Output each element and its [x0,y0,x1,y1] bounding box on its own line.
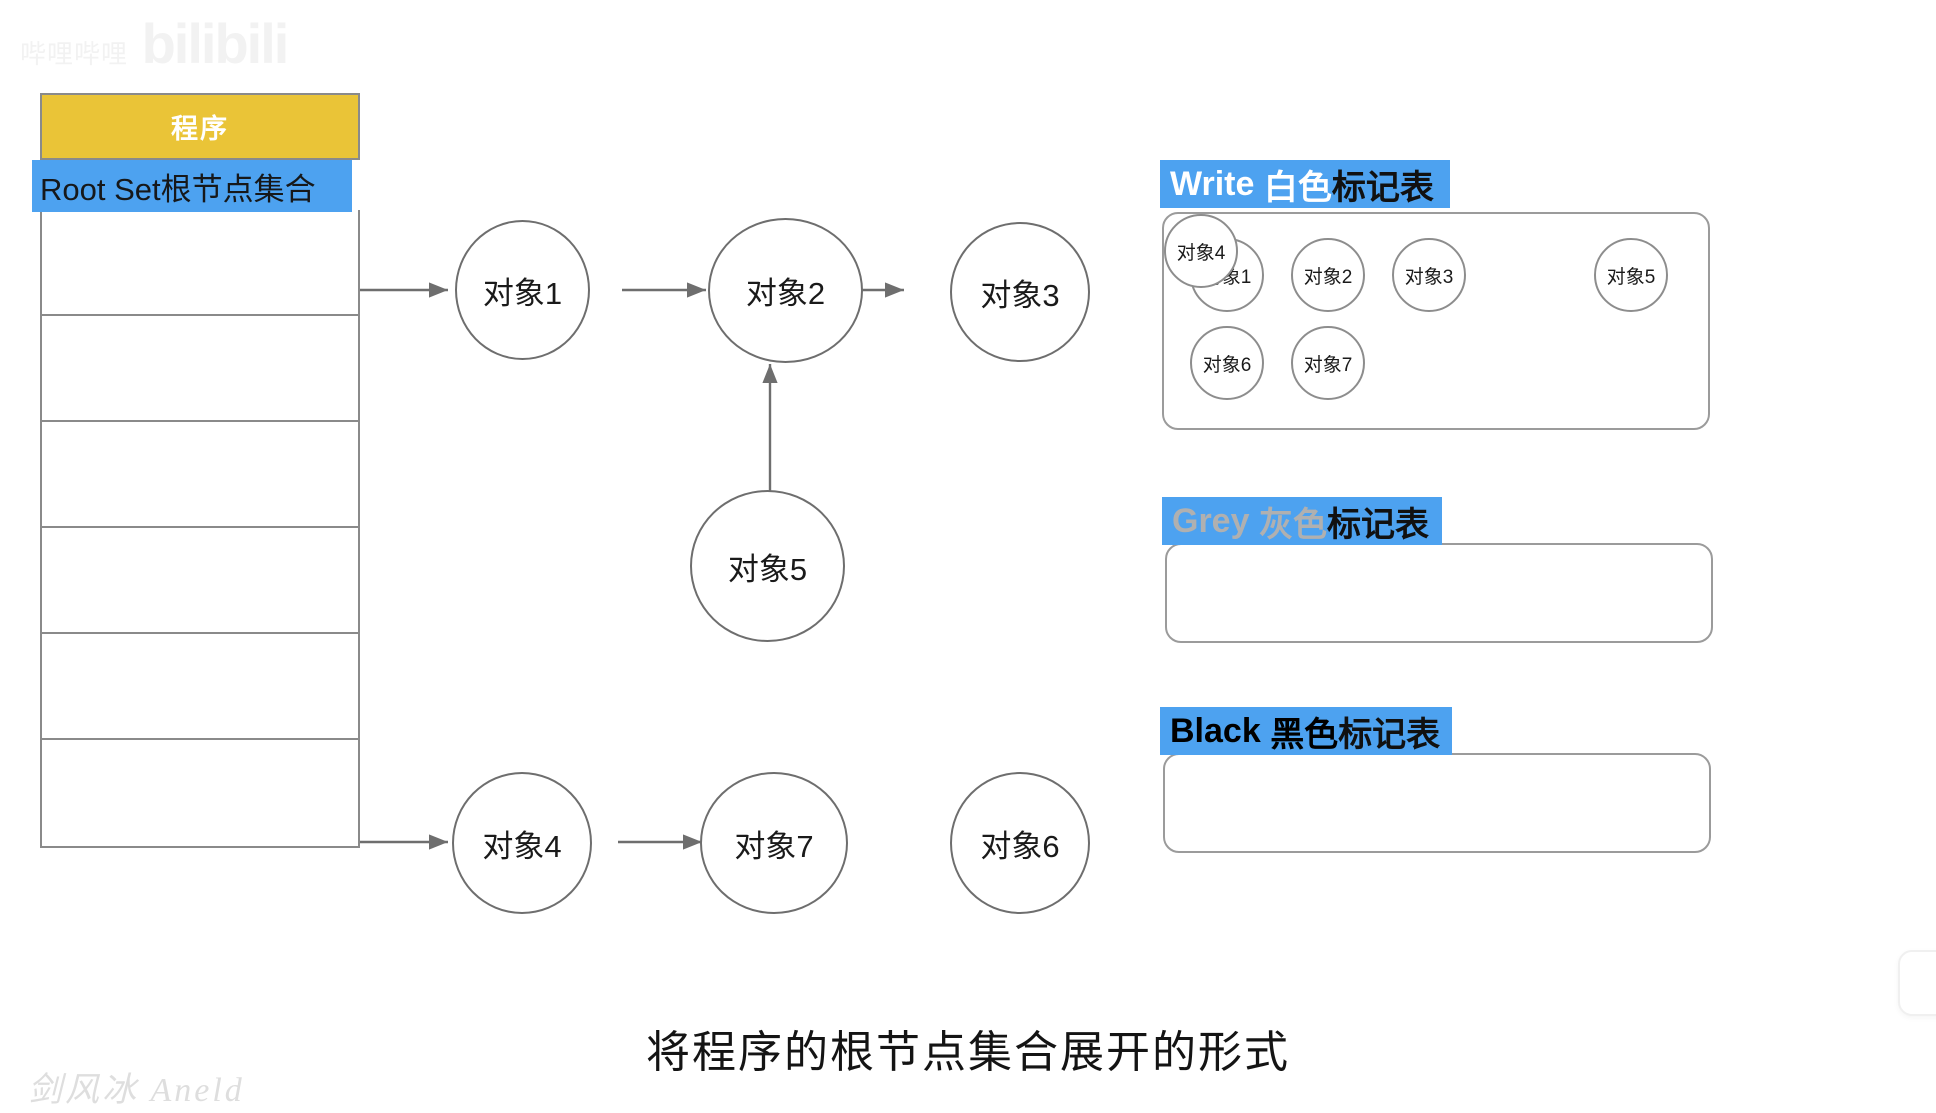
figure-caption: 将程序的根节点集合展开的形式 [646,1028,1290,1077]
graph-node-obj3[interactable]: 对象3 [950,222,1090,362]
graph-node-label: 对象5 [727,551,808,587]
white-label-cn-tail: 标记表 [1331,168,1434,207]
grey-label-cn-colored: 灰色 [1258,505,1327,544]
black-label-en: Black [1170,711,1261,750]
black-mark-table-box [1163,753,1711,853]
white-mark-table-label: Write 白色 标记表 [1160,160,1450,208]
chip-label: 对象2 [1303,266,1353,288]
white-label-cn-colored: 白色 [1263,168,1332,207]
grey-mark-table-box [1165,543,1713,643]
white-table-chip[interactable]: 对象7 [1291,326,1365,400]
graph-node-label: 对象1 [482,275,563,311]
root-set-header: Root Set根节点集合 [32,160,352,212]
graph-node-label: 对象6 [980,828,1060,864]
graph-node-obj2[interactable]: 对象2 [708,218,863,363]
graph-node-obj5[interactable]: 对象5 [690,490,845,642]
white-table-chip[interactable]: 对象4 [1164,214,1238,288]
root-set-row [42,210,358,316]
white-mark-table-box: 对象1 对象2 对象3 对象4 对象5 对象6 对象7 [1162,212,1710,430]
graph-node-obj4[interactable]: 对象4 [452,772,592,914]
black-label-cn-colored: 黑色 [1270,715,1339,754]
edge-rounded-artifact [1898,950,1936,1016]
chip-label: 对象4 [1176,242,1226,264]
root-set-row [42,740,358,846]
white-table-chip[interactable]: 对象2 [1291,238,1365,312]
chip-label: 对象3 [1404,266,1454,288]
chip-label: 对象5 [1606,266,1656,288]
black-mark-table-label: Black 黑色 标记表 [1160,707,1452,755]
graph-node-label: 对象4 [482,828,562,864]
chip-label: 对象6 [1202,354,1252,376]
root-set-stack: 程序 Root Set根节点集合 [32,93,360,848]
bilibili-watermark-en: bilibili [141,12,290,75]
program-box: 程序 [40,93,360,160]
grey-mark-table-label: Grey 灰色 标记表 [1162,497,1442,545]
root-set-rows [40,210,360,848]
white-table-chip[interactable]: 对象6 [1190,326,1264,400]
grey-label-en: Grey [1172,501,1250,540]
white-label-en: Write [1170,164,1255,203]
black-label-cn-tail: 标记表 [1338,715,1441,754]
graph-node-obj7[interactable]: 对象7 [700,772,848,914]
bilibili-watermark-cn: 哔哩哔哩 [20,39,129,69]
graph-node-label: 对象7 [734,828,814,864]
root-set-row [42,634,358,740]
root-set-row [42,422,358,528]
white-table-chip[interactable]: 对象3 [1392,238,1466,312]
root-set-row [42,316,358,422]
chip-label: 对象7 [1303,354,1353,376]
white-table-chip[interactable]: 对象5 [1594,238,1668,312]
graph-node-label: 对象2 [745,276,826,311]
graph-node-label: 对象3 [980,277,1060,313]
grey-label-cn-tail: 标记表 [1326,505,1429,544]
root-set-row [42,528,358,634]
graph-node-obj6[interactable]: 对象6 [950,772,1090,914]
bilibili-watermark: 哔哩哔哩 bilibili [20,8,300,80]
graph-node-obj1[interactable]: 对象1 [455,220,590,360]
